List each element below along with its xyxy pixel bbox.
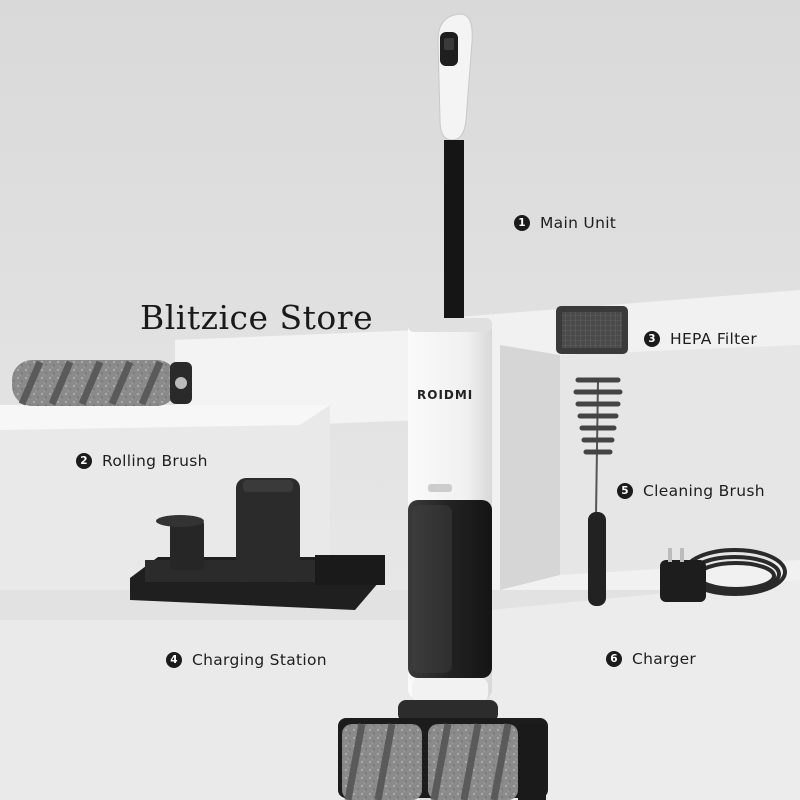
brand-logo: ROIDMI <box>417 388 474 402</box>
label-main-unit: 1 Main Unit <box>514 214 616 232</box>
hepa-filter-image <box>556 306 628 354</box>
label-text: Cleaning Brush <box>643 482 765 500</box>
label-rolling-brush: 2 Rolling Brush <box>76 452 208 470</box>
number-badge: 6 <box>606 651 622 667</box>
label-charger: 6 Charger <box>606 650 696 668</box>
rolling-brush-image <box>12 360 192 406</box>
label-hepa-filter: 3 HEPA Filter <box>644 330 757 348</box>
label-text: HEPA Filter <box>670 330 758 348</box>
cleaning-brush-image <box>573 377 623 606</box>
number-badge: 1 <box>514 215 530 231</box>
label-cleaning-brush: 5 Cleaning Brush <box>617 482 765 500</box>
label-text: Rolling Brush <box>102 452 208 470</box>
number-badge: 2 <box>76 453 92 469</box>
charger-image <box>660 548 787 602</box>
label-text: Main Unit <box>540 214 617 232</box>
store-watermark: Blitzice Store <box>140 298 374 337</box>
label-text: Charging Station <box>192 651 327 669</box>
number-badge: 4 <box>166 652 182 668</box>
label-charging-station: 4 Charging Station <box>166 651 327 669</box>
number-badge: 3 <box>644 331 660 347</box>
charging-station-image <box>130 478 385 610</box>
label-text: Charger <box>632 650 697 668</box>
main-unit-image <box>338 13 548 800</box>
number-badge: 5 <box>617 483 633 499</box>
